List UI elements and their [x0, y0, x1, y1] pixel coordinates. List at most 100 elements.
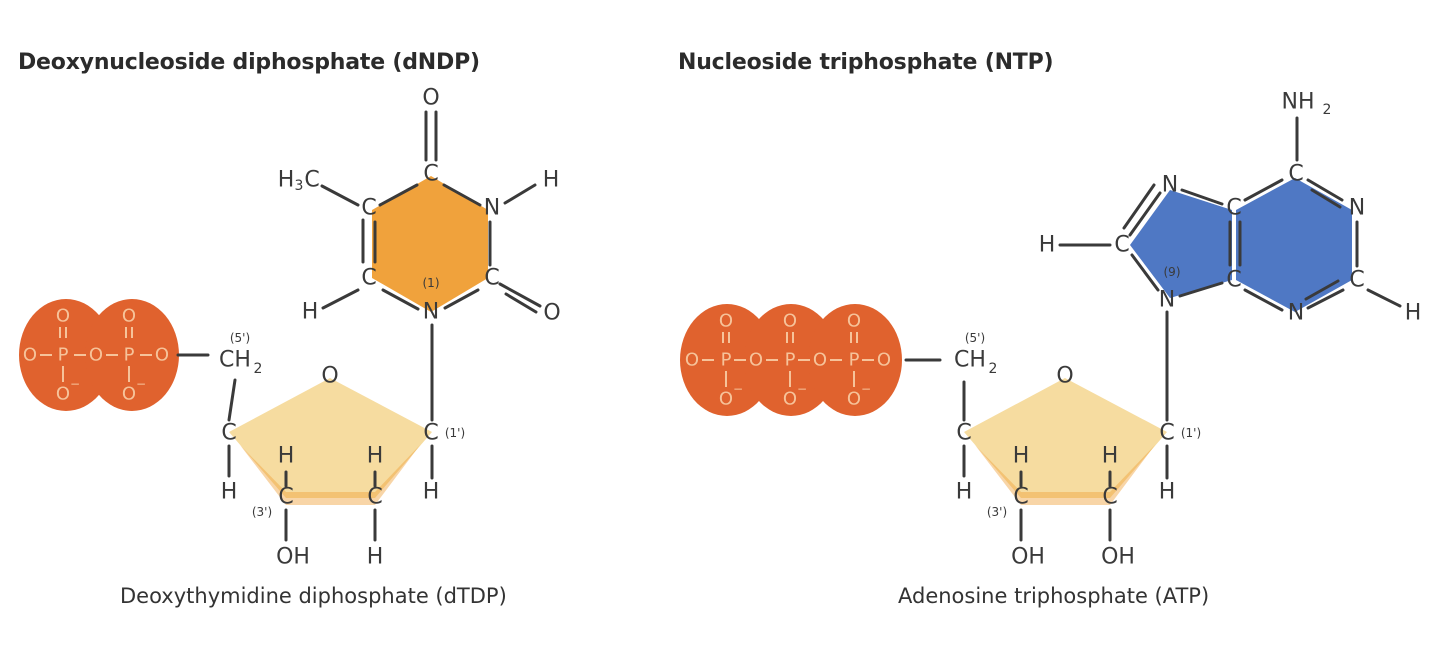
svg-text:O: O	[749, 350, 763, 371]
svg-text:N: N	[484, 196, 500, 221]
svg-text:H: H	[423, 480, 440, 505]
svg-text:C: C	[423, 421, 438, 446]
svg-text:3: 3	[295, 178, 304, 194]
svg-text:O: O	[122, 384, 136, 405]
svg-text:H: H	[367, 444, 384, 469]
svg-text:C: C	[367, 485, 382, 510]
adenine-six-ring	[1236, 178, 1352, 312]
svg-text:O: O	[89, 345, 103, 366]
svg-text:O: O	[719, 389, 733, 410]
svg-text:O: O	[847, 311, 861, 332]
svg-text:(1'): (1')	[445, 426, 465, 440]
svg-text:H: H	[367, 545, 384, 570]
svg-text:NH: NH	[1282, 90, 1315, 115]
svg-text:C: C	[1226, 268, 1241, 293]
dtdp-caption: Deoxythymidine diphosphate (dTDP)	[120, 584, 507, 608]
svg-text:(1): (1)	[423, 276, 440, 290]
svg-text:H: H	[1013, 444, 1030, 469]
svg-text:H: H	[302, 300, 319, 325]
svg-text:O: O	[122, 306, 136, 327]
phosphate-alpha	[808, 304, 902, 416]
svg-text:(9): (9)	[1164, 265, 1181, 279]
svg-text:C: C	[278, 485, 293, 510]
svg-text:C: C	[484, 266, 499, 291]
phosphate-atoms-right: O P O P O P O O O O O − O − O −	[685, 311, 891, 410]
svg-text:C: C	[1159, 421, 1174, 446]
svg-text:H: H	[543, 168, 560, 193]
svg-text:N: N	[1288, 301, 1304, 326]
svg-text:O: O	[877, 350, 891, 371]
svg-text:C: C	[1114, 233, 1129, 258]
svg-text:−: −	[797, 382, 807, 396]
svg-text:O: O	[543, 301, 560, 326]
svg-text:(5'): (5')	[965, 331, 985, 345]
svg-text:N: N	[423, 300, 439, 325]
svg-text:P: P	[785, 350, 796, 371]
svg-text:(3'): (3')	[987, 505, 1007, 519]
svg-text:C: C	[361, 196, 376, 221]
svg-text:C: C	[304, 168, 319, 193]
svg-text:N: N	[1349, 196, 1365, 221]
atp-atoms: NH 2 C N C N H C (9) C C N N H (5') CH 2…	[954, 90, 1421, 570]
atp-bonds	[904, 116, 1402, 542]
svg-text:OH: OH	[1101, 545, 1135, 570]
svg-text:P: P	[124, 345, 135, 366]
svg-text:O: O	[685, 350, 699, 371]
dtdp-atoms: O H 3 C C H C N C C (1) N H O (5') CH 2 …	[219, 86, 561, 570]
svg-text:H: H	[278, 168, 295, 193]
svg-text:−: −	[70, 377, 80, 391]
atp-sugar-edge	[975, 445, 1155, 505]
dtdp-structure: O P O P O O O O − O −	[19, 86, 561, 570]
svg-text:H: H	[1405, 301, 1422, 326]
svg-text:O: O	[422, 86, 439, 111]
svg-text:H: H	[278, 444, 295, 469]
svg-text:2: 2	[254, 361, 263, 377]
dtdp-bonds	[176, 110, 542, 542]
svg-text:O: O	[56, 384, 70, 405]
svg-text:(5'): (5')	[230, 331, 250, 345]
svg-text:O: O	[155, 345, 169, 366]
svg-text:(1'): (1')	[1181, 426, 1201, 440]
svg-text:O: O	[783, 311, 797, 332]
svg-text:P: P	[849, 350, 860, 371]
thymine-base-ring	[372, 176, 488, 312]
svg-text:C: C	[1102, 485, 1117, 510]
svg-text:C: C	[1013, 485, 1028, 510]
svg-text:(3'): (3')	[252, 505, 272, 519]
atp-sugar-ring	[964, 378, 1167, 498]
svg-text:N: N	[1162, 173, 1178, 198]
svg-text:−: −	[733, 382, 743, 396]
svg-text:O: O	[56, 306, 70, 327]
svg-text:H: H	[1039, 233, 1056, 258]
atp-phosphate-group: O P O P O P O O O O O − O − O −	[680, 304, 902, 416]
svg-text:2: 2	[989, 361, 998, 377]
svg-text:CH: CH	[219, 348, 251, 373]
svg-text:H: H	[1102, 444, 1119, 469]
phosphate-beta	[19, 299, 113, 411]
svg-text:C: C	[221, 421, 236, 446]
dndp-heading: Deoxynucleoside diphosphate (dNDP)	[18, 50, 480, 75]
svg-text:C: C	[956, 421, 971, 446]
phosphate-atoms-left: O P O P O O O O − O −	[23, 306, 169, 405]
svg-text:OH: OH	[1011, 545, 1045, 570]
svg-text:P: P	[721, 350, 732, 371]
svg-text:OH: OH	[276, 545, 310, 570]
dtdp-sugar-edge	[240, 445, 420, 505]
atp-structure: O P O P O P O O O O O − O − O −	[680, 90, 1421, 570]
svg-text:P: P	[58, 345, 69, 366]
svg-text:C: C	[1226, 196, 1241, 221]
svg-text:CH: CH	[954, 348, 986, 373]
svg-text:O: O	[321, 364, 338, 389]
svg-text:C: C	[1288, 162, 1303, 187]
svg-text:O: O	[23, 345, 37, 366]
svg-text:C: C	[423, 162, 438, 187]
atp-caption: Adenosine triphosphate (ATP)	[898, 584, 1210, 608]
svg-text:H: H	[221, 480, 238, 505]
phosphate-alpha	[85, 299, 179, 411]
svg-text:C: C	[361, 266, 376, 291]
ntp-heading: Nucleoside triphosphate (NTP)	[678, 50, 1054, 75]
svg-text:H: H	[1159, 480, 1176, 505]
svg-text:O: O	[1056, 364, 1073, 389]
svg-text:O: O	[813, 350, 827, 371]
